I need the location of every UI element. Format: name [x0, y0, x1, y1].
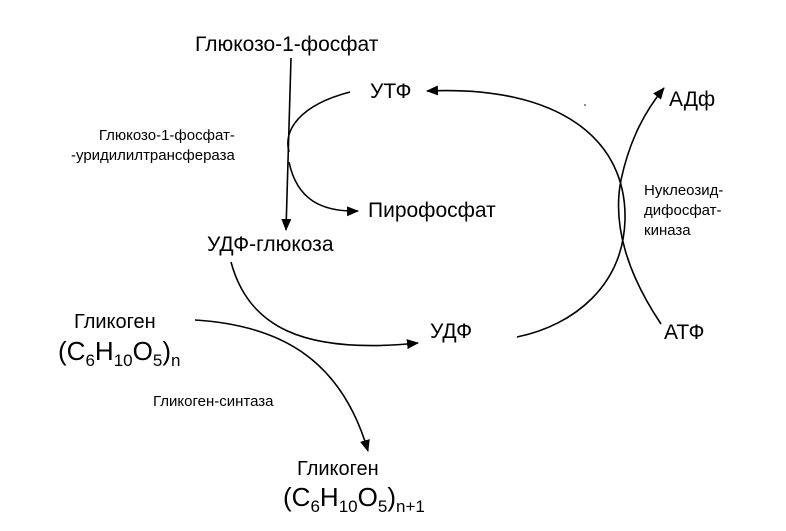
- glucose-1-phosphate-label: Глюкозо-1-фосфат: [195, 33, 379, 56]
- ndp-kinase-label: Нуклеозид- дифосфат- киназа: [644, 181, 723, 241]
- ndp-kinase-line-2: дифосфат-: [644, 202, 722, 219]
- uridylyltransferase-line-2: -уридилилтрансфераза: [71, 147, 235, 164]
- glycogen-n-name: Гликоген: [74, 311, 156, 333]
- arrow-udp-glucose-to-udp: [230, 261, 419, 350]
- uridylyltransferase-label: Глюкозо-1-фосфат- -уридилилтрансфераза: [71, 126, 235, 166]
- arrow-utp-into-reaction: [287, 91, 351, 153]
- utp-label: УТФ: [370, 80, 412, 103]
- ndp-kinase-line-3: киназа: [644, 222, 691, 239]
- glycogen-n-plus-1-name: Гликоген: [297, 458, 379, 480]
- udp-glucose-label: УДФ-глюкоза: [207, 233, 334, 256]
- glycogen-n-plus-1-formula: (C6H10O5)n+1: [283, 482, 425, 516]
- arrow-atp-to-adp: [617, 87, 665, 325]
- glycogen-synthase-label: Гликоген-синтаза: [153, 393, 274, 410]
- ndp-kinase-line-1: Нуклеозид-: [644, 182, 724, 199]
- adp-label: АДф: [669, 88, 716, 111]
- uridylyltransferase-line-1: Глюкозо-1-фосфат-: [98, 127, 235, 144]
- arrow-glycogen-to-glycogen: [194, 319, 370, 452]
- glycogen-n-formula: (C6H10O5)n: [58, 336, 181, 370]
- udp-label: УДФ: [430, 320, 473, 343]
- arrow-to-pyrophosphate: [288, 161, 359, 217]
- scan-speck: [584, 104, 586, 106]
- atp-label: АТФ: [664, 321, 705, 344]
- pyrophosphate-label: Пирофосфат: [368, 199, 496, 222]
- arrow-udp-to-utp-cycle: [426, 85, 626, 338]
